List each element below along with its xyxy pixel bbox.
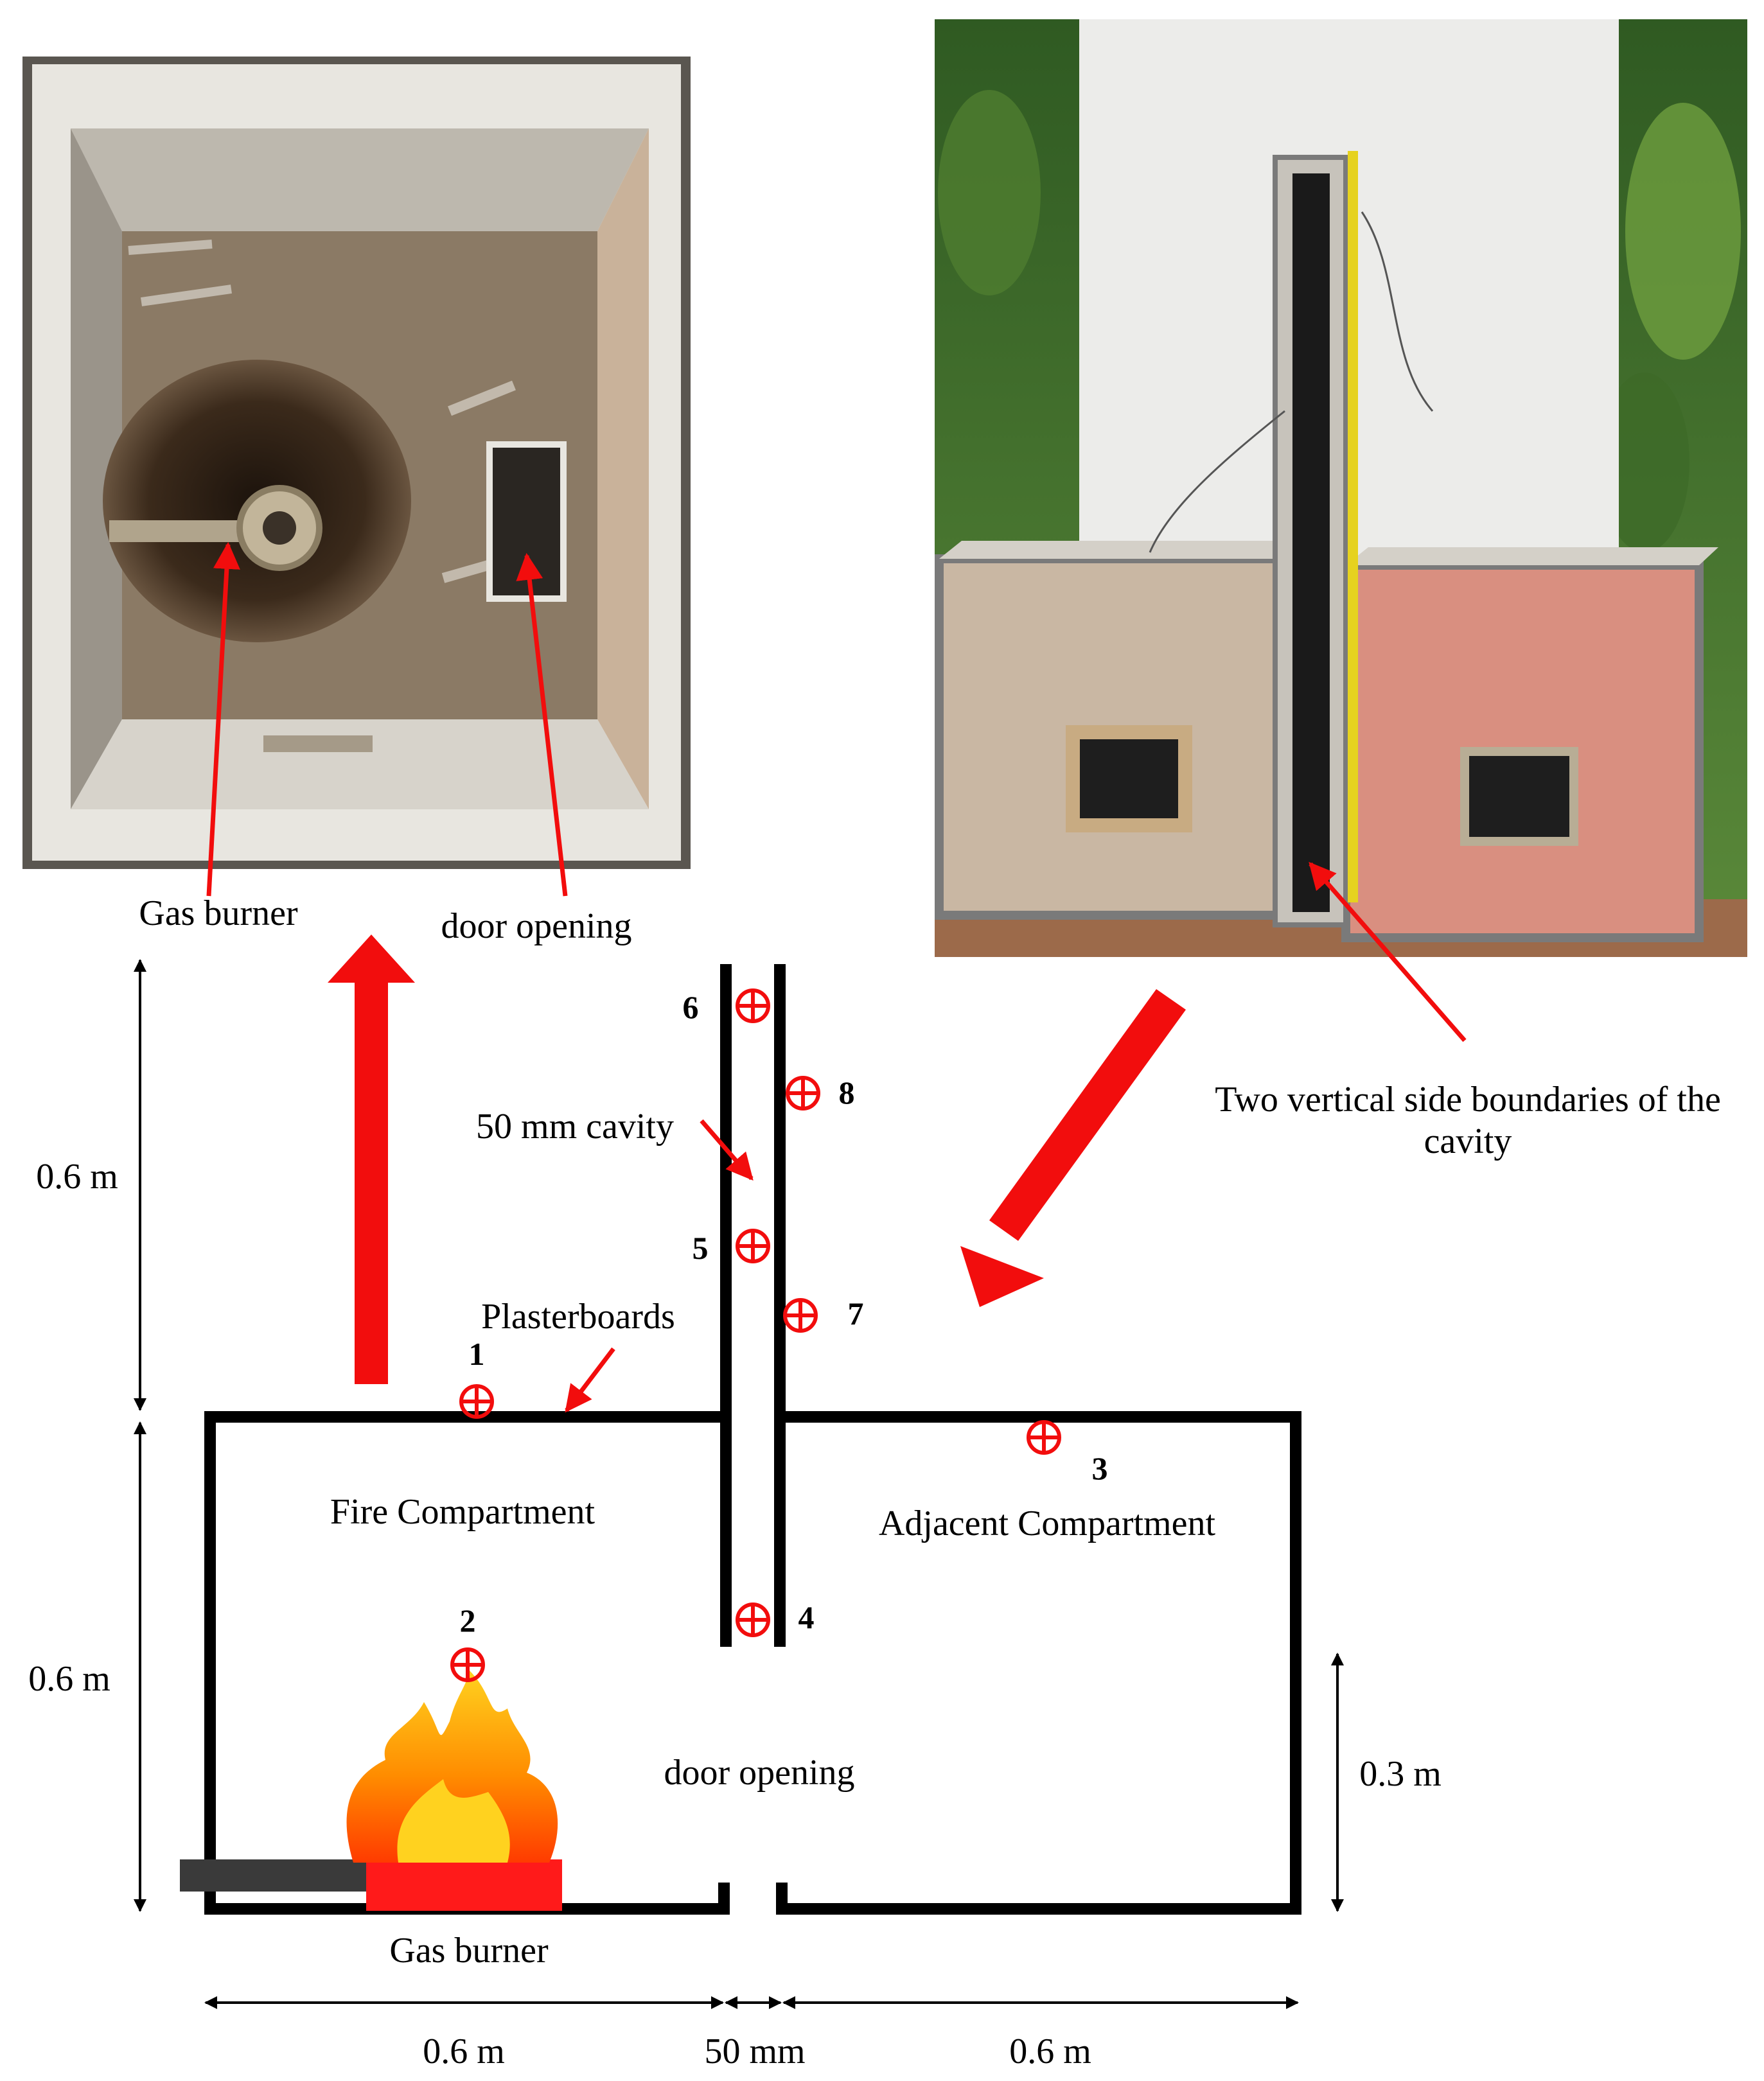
dim-label-fire-width: 0.6 m [423,2032,505,2071]
adjacent-compartment-walls [776,1411,1301,1915]
caption-cavity-boundaries-line2: cavity [1424,1121,1512,1161]
thermocouple-label-2: 2 [460,1602,476,1638]
measuring-tape [1348,151,1358,902]
label-adjacent-compartment: Adjacent Compartment [879,1504,1216,1543]
label-50mm-cavity: 50 mm cavity [476,1107,674,1146]
arrow-to-door-opening [516,552,568,897]
thermocouple-2 [450,1647,485,1682]
caption-gas-burner: Gas burner [139,893,298,933]
flame-icon [346,1670,558,1863]
thermocouple-label-4: 4 [798,1599,815,1635]
thermocouple-1 [459,1384,494,1419]
dim-label-cavity-width: 50 mm [704,2032,805,2071]
label-door-opening: door opening [664,1753,854,1793]
gas-pipe [180,1859,366,1892]
thermocouple-label-5: 5 [692,1230,709,1266]
fire-compartment-walls [204,1411,730,1915]
label-gas-burner: Gas burner [389,1931,549,1971]
arrow-to-cavity [700,1119,754,1181]
big-arrow-up [328,935,415,1384]
thermocouple-label-1: 1 [469,1336,485,1372]
dim-label-bottom-height: 0.6 m [28,1659,110,1699]
arrow-to-gas-burner [206,541,240,897]
dimension-lines [134,959,1344,2009]
dim-label-door-height: 0.3 m [1359,1754,1442,1794]
thermocouples [450,988,1061,1682]
label-fire-compartment: Fire Compartment [330,1492,595,1532]
door-opening-photo [486,441,567,602]
arrow-to-cavity-boundaries [1309,861,1467,1042]
model-adjacent-box-window [1460,747,1578,846]
big-arrow-down-left [960,989,1186,1307]
label-plasterboards: Plasterboards [481,1297,675,1337]
photo-fire-compartment-top-view [22,57,691,869]
gas-burner-block [366,1859,562,1911]
thermocouple-label-8: 8 [839,1075,855,1111]
caption-door-opening: door opening [441,906,631,946]
caption-cavity-boundaries-line1: Two vertical side boundaries of the [1215,1080,1721,1120]
arrow-to-plasterboards [565,1347,615,1413]
thermocouple-label-3: 3 [1092,1450,1108,1486]
thermocouple-label-7: 7 [848,1295,864,1331]
model-fire-box-window [1066,725,1192,832]
schematic [204,964,1301,1915]
dim-label-top-height: 0.6 m [36,1157,118,1197]
thermocouple-4 [736,1602,770,1637]
thermocouple-8 [786,1076,820,1111]
burner-pipe [109,520,257,542]
thermocouple-7 [783,1298,818,1333]
thermocouple-label-6: 6 [683,989,699,1025]
thermocouple-6 [736,988,770,1023]
dim-label-adjacent-width: 0.6 m [1009,2032,1091,2071]
photo-physical-model [935,19,1747,957]
thermocouple-3 [1027,1420,1061,1455]
thermocouple-5 [736,1229,770,1263]
